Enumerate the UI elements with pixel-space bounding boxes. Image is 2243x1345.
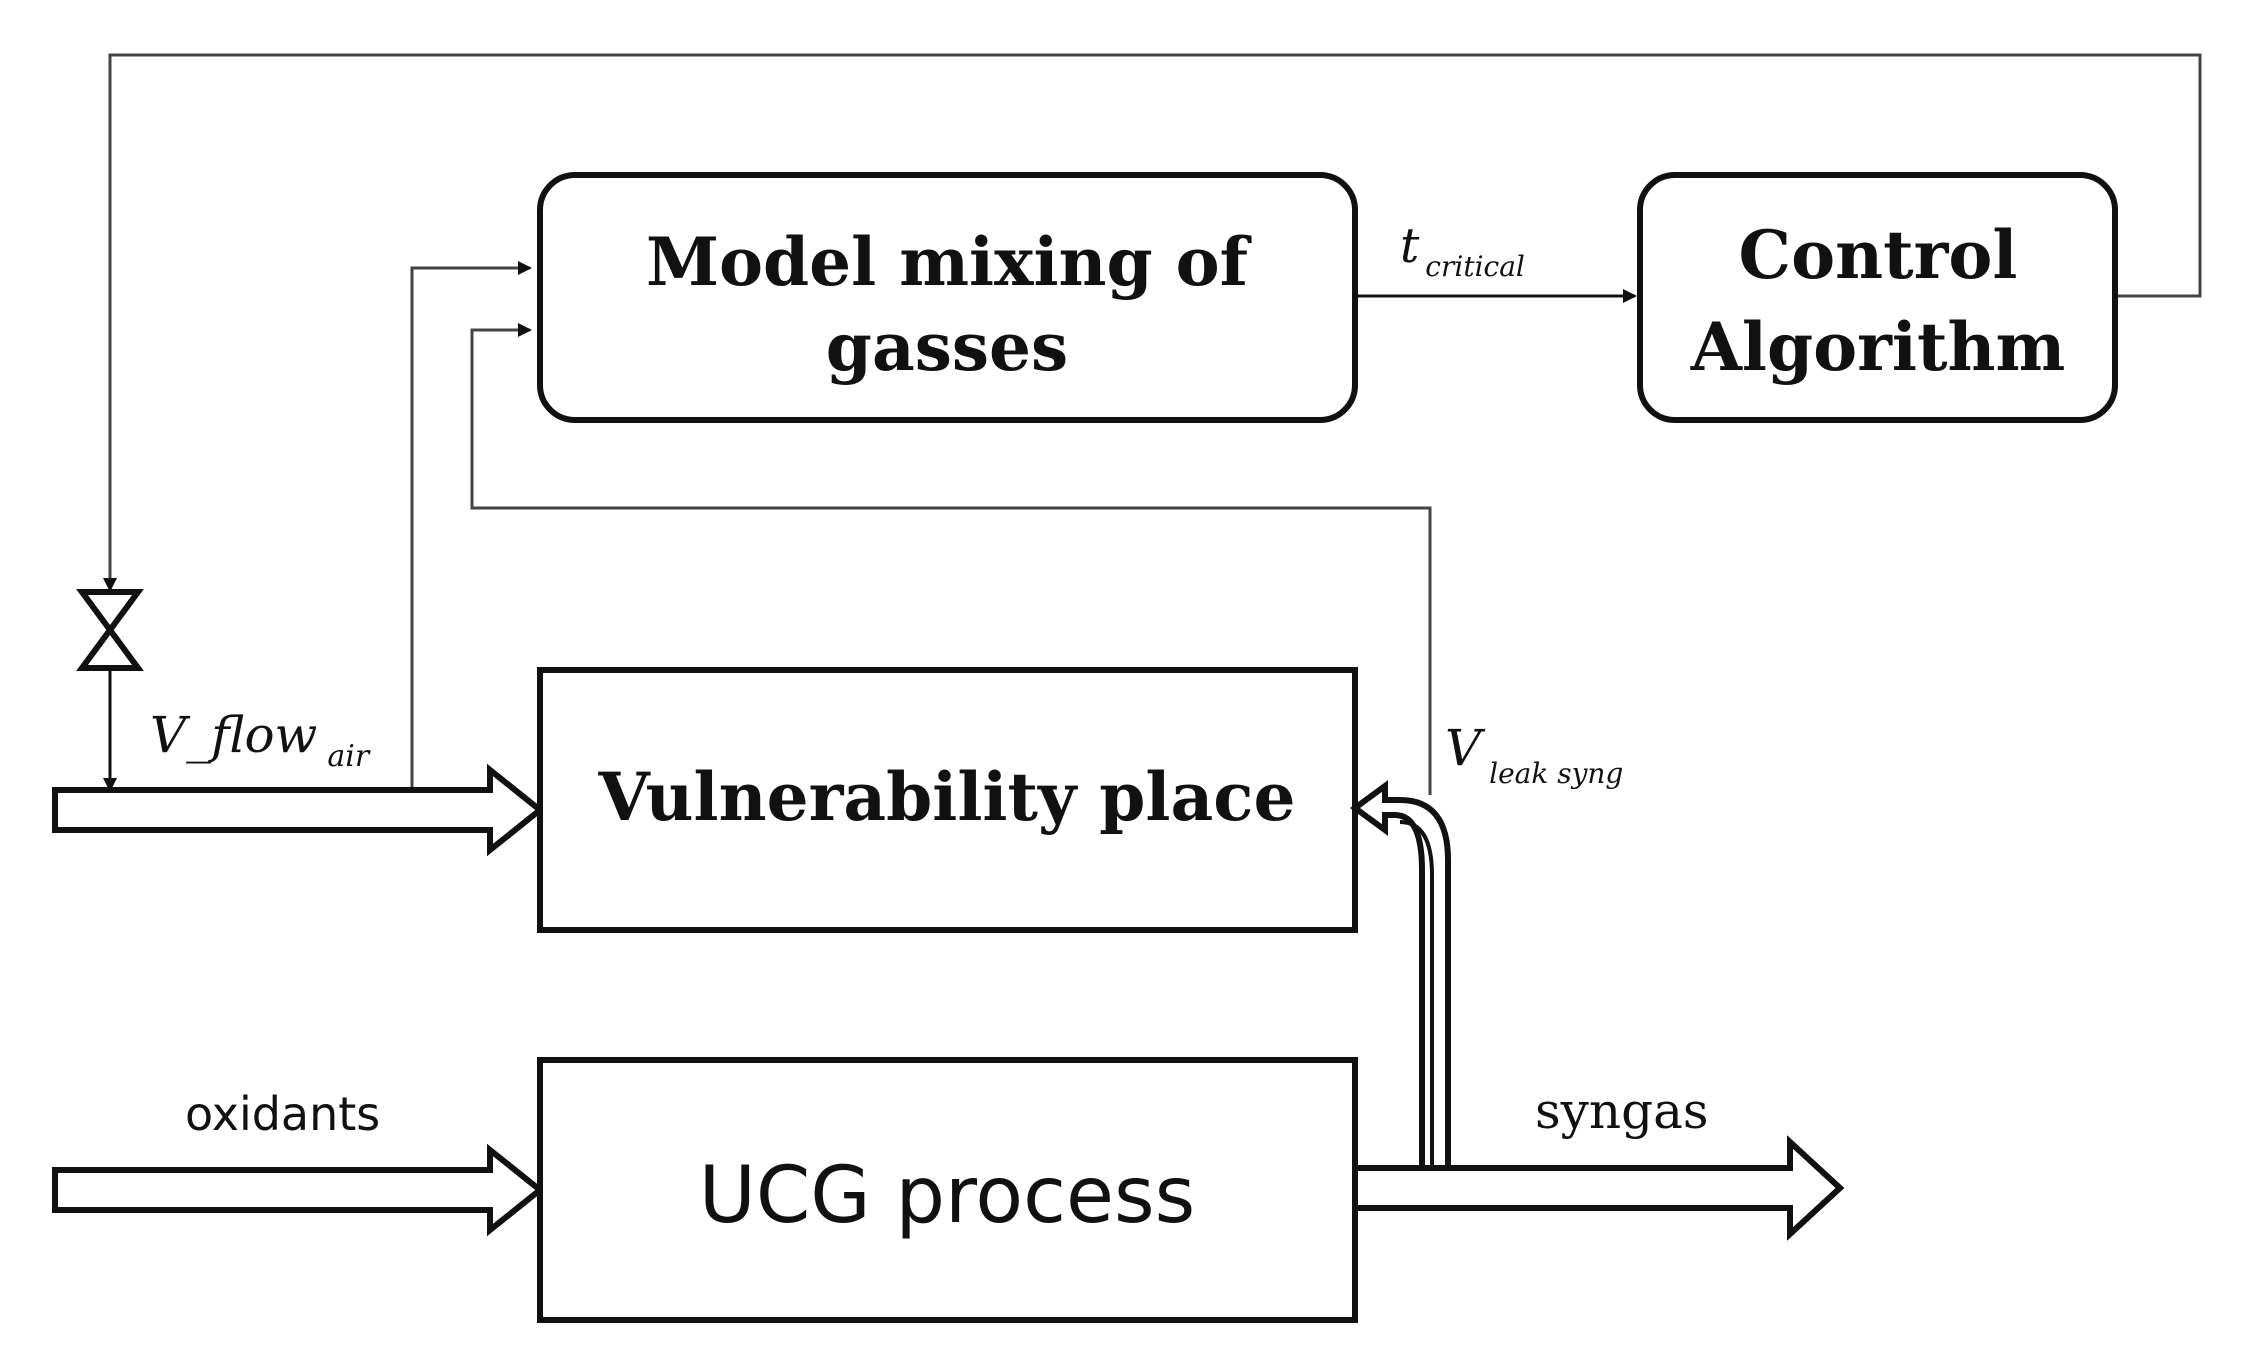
vleak-to-model-line (470, 323, 1432, 795)
air-flow-arrow (52, 763, 545, 857)
model-mixing-block: Model mixing of gasses (537, 172, 1358, 423)
model-mixing-line1: Model mixing of (646, 223, 1252, 301)
syngas-label: syngas (1535, 1082, 1709, 1140)
oxidants-arrow (52, 1143, 545, 1237)
control-line2: Algorithm (1690, 308, 2066, 386)
syngas-arrow (1352, 1135, 1845, 1241)
control-line1: Control (1739, 216, 2018, 294)
model-mixing-line2: gasses (826, 308, 1068, 386)
control-algorithm-block: Control Algorithm (1637, 172, 2118, 423)
ucg-label: UCG process (699, 1151, 1196, 1241)
vulnerability-label: Vulnerability place (598, 758, 1296, 836)
leak-pipe-arrow (1349, 780, 1451, 1168)
vulnerability-block: Vulnerability place (537, 667, 1358, 933)
vflow-to-model-line (410, 261, 532, 790)
valve-icon (76, 589, 144, 671)
oxidants-label: oxidants (185, 1087, 380, 1141)
feedback-line (103, 53, 2202, 592)
ucg-process-block: UCG process (537, 1057, 1358, 1323)
